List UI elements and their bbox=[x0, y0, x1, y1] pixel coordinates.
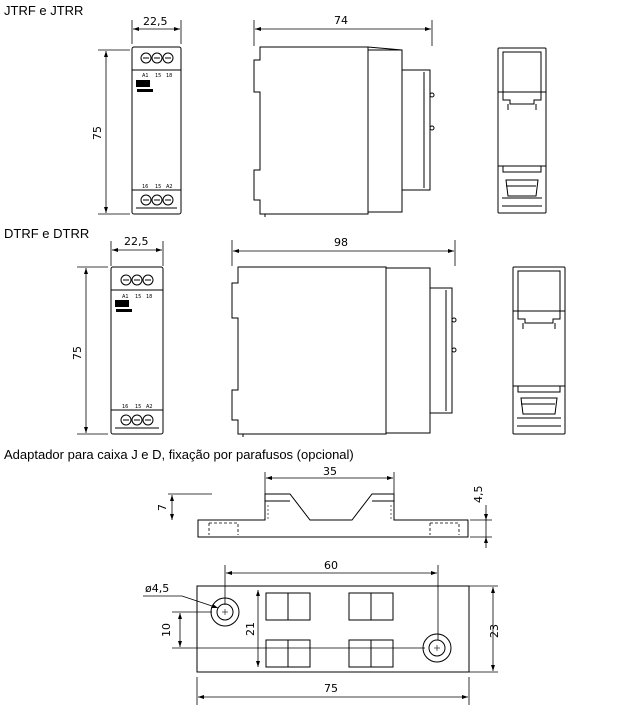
screw-terminal-icon bbox=[142, 414, 154, 426]
terminal-label: 15 bbox=[135, 294, 141, 300]
terminal-label: A2 bbox=[146, 404, 153, 410]
screw-terminal-icon bbox=[142, 274, 154, 286]
adapter-offset-label: 10 bbox=[160, 623, 173, 637]
heading-adaptador: Adaptador para caixa J e D, fixação por … bbox=[4, 447, 354, 462]
dtrf-width-label: 22,5 bbox=[124, 235, 149, 248]
adapter-length-label: 75 bbox=[324, 682, 338, 695]
adapter-side-view: 35 7 4,5 bbox=[156, 465, 492, 548]
screw-terminal-icon bbox=[131, 274, 143, 286]
screw-terminal-icon bbox=[151, 52, 163, 64]
screw-terminal-icon bbox=[120, 274, 132, 286]
dtrf-depth-label: 98 bbox=[334, 236, 348, 249]
screw-terminal-icon bbox=[162, 194, 174, 206]
terminal-label: 16 bbox=[142, 184, 148, 190]
screw-terminal-icon bbox=[120, 414, 132, 426]
brand-logo-icon bbox=[136, 80, 150, 87]
terminal-label: 18 bbox=[146, 294, 152, 300]
screw-terminal-icon bbox=[140, 52, 152, 64]
mounting-hole-icon bbox=[210, 597, 240, 627]
terminal-label: A1 bbox=[142, 73, 149, 79]
jtrf-front-view: 22,5 75 A1 15 18 16 15 A2 bbox=[91, 15, 182, 215]
terminal-label: 15 bbox=[135, 404, 141, 410]
dtrf-height-label: 75 bbox=[71, 346, 84, 360]
adapter-inner-height-label: 21 bbox=[244, 622, 257, 636]
terminal-label: 18 bbox=[166, 73, 172, 79]
screw-terminal-icon bbox=[131, 414, 143, 426]
adapter-top-view: 60 ø4,5 10 21 23 75 bbox=[143, 559, 501, 705]
heading-dtrf: DTRF e DTRR bbox=[4, 226, 90, 241]
dtrf-front-view: 22,5 75 A1 15 18 16 15 A2 bbox=[71, 235, 164, 435]
adapter-thickness-label: 4,5 bbox=[472, 486, 485, 504]
dtrf-end-view bbox=[512, 266, 566, 435]
jtrf-depth-label: 74 bbox=[334, 14, 348, 27]
terminal-label: A1 bbox=[122, 294, 129, 300]
screw-terminal-icon bbox=[151, 194, 163, 206]
jtrf-height-label: 75 bbox=[91, 126, 104, 140]
adapter-height-label: 23 bbox=[488, 624, 501, 638]
adapter-top-width-label: 35 bbox=[323, 465, 337, 478]
jtrf-end-view bbox=[497, 47, 547, 214]
mounting-hole-icon bbox=[422, 633, 452, 663]
terminal-label: 16 bbox=[122, 404, 128, 410]
screw-terminal-icon bbox=[162, 52, 174, 64]
adapter-hole-spacing-label: 60 bbox=[324, 559, 338, 572]
screw-terminal-icon bbox=[140, 194, 152, 206]
jtrf-side-view: 74 bbox=[253, 14, 435, 217]
terminal-label: 15 bbox=[155, 73, 161, 79]
terminal-label: 15 bbox=[155, 184, 161, 190]
terminal-label: A2 bbox=[166, 184, 173, 190]
brand-logo-icon bbox=[115, 300, 129, 307]
jtrf-width-label: 22,5 bbox=[143, 15, 168, 28]
adapter-hole-diameter-label: ø4,5 bbox=[145, 582, 169, 595]
heading-jtrf: JTRF e JTRR bbox=[4, 3, 84, 18]
adapter-step-height-label: 7 bbox=[156, 504, 169, 511]
dtrf-side-view: 98 bbox=[231, 236, 457, 437]
